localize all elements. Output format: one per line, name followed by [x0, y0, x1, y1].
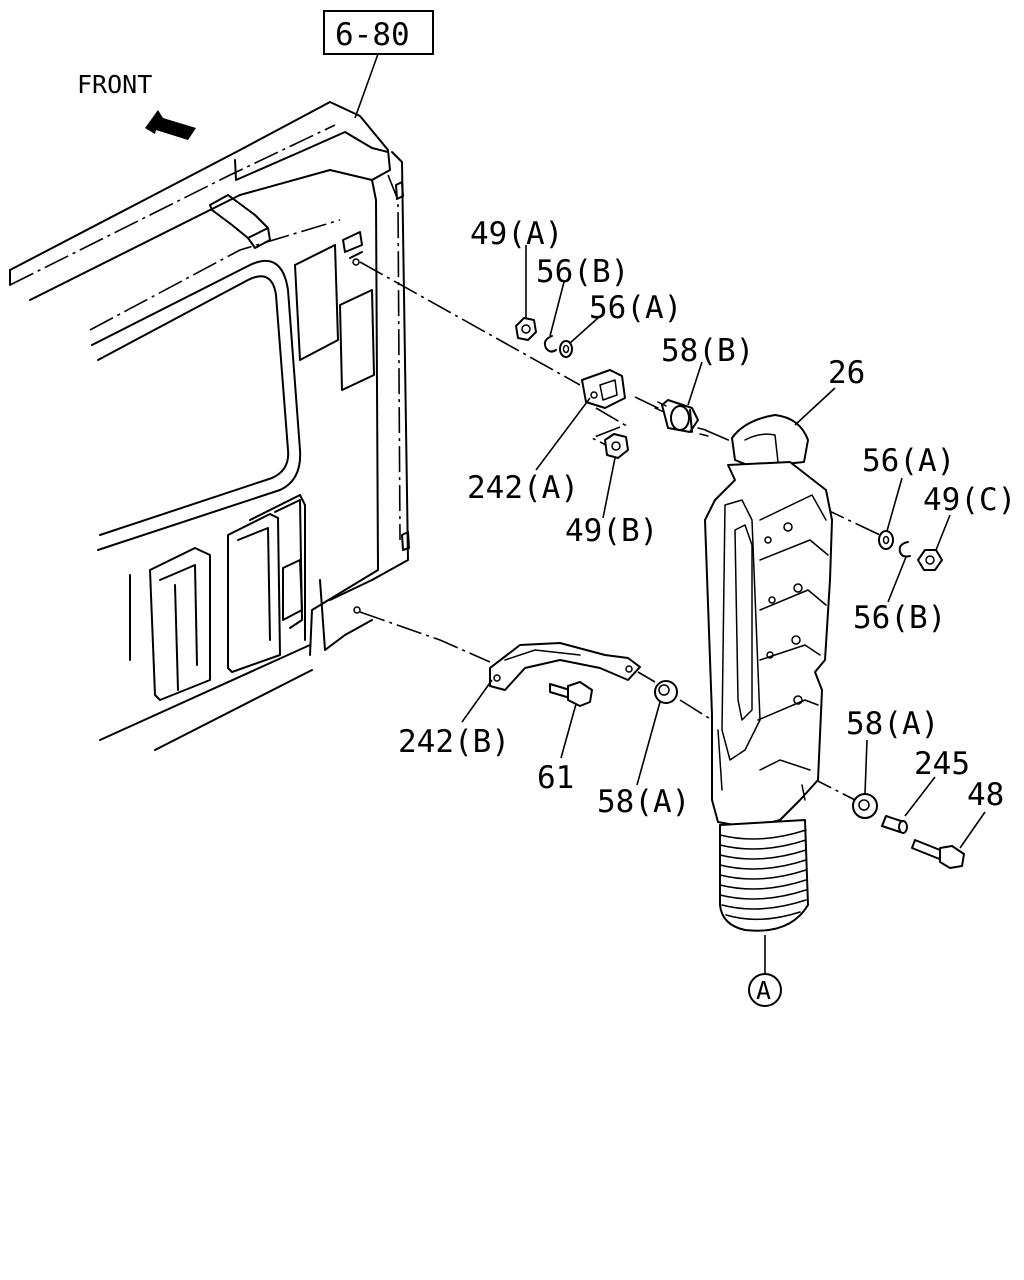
leader-58a-mid — [636, 701, 661, 786]
callout-49b[interactable]: 49(B) — [565, 513, 658, 549]
callout-242a[interactable]: 242(A) — [467, 470, 579, 506]
bolt-61[interactable] — [549, 681, 593, 707]
leader-242a — [535, 397, 591, 471]
leader-58b — [687, 361, 703, 406]
leader-49b — [602, 457, 616, 519]
front-label: FRONT — [77, 70, 152, 99]
circle-a-label: A — [756, 976, 771, 1005]
leader-56b-top — [549, 281, 565, 337]
leader-242b — [461, 679, 493, 723]
collar-245[interactable] — [881, 815, 908, 834]
callout-56a-top[interactable]: 56(A) — [589, 290, 682, 326]
front-arrow-icon — [145, 110, 196, 140]
washer-56b-right[interactable] — [898, 541, 911, 558]
leader-56a-right — [886, 477, 903, 532]
callout-56b-right[interactable]: 56(B) — [853, 600, 946, 636]
air-duct-26[interactable] — [704, 414, 833, 932]
centerline-to-duct — [679, 699, 713, 721]
leader-58a-right — [864, 739, 868, 795]
washer-56a-right[interactable] — [878, 530, 894, 550]
nut-49b[interactable] — [604, 433, 629, 459]
callout-58a-mid[interactable]: 58(A) — [597, 784, 690, 820]
leader-48 — [959, 811, 986, 849]
spacer-58a-right[interactable] — [852, 793, 878, 819]
callout-58a-right[interactable]: 58(A) — [846, 706, 939, 742]
centerline-bracket — [590, 407, 627, 449]
callout-245[interactable]: 245 — [914, 746, 970, 782]
centerline-upper — [359, 261, 581, 386]
spacer-58a-mid[interactable] — [654, 680, 678, 704]
leader-61 — [560, 703, 577, 759]
reference-box-label: 6-80 — [335, 17, 410, 53]
leader-56b-right — [887, 556, 907, 603]
reference-leader — [354, 53, 379, 119]
centerline-58a-mid — [637, 671, 656, 683]
callout-56a-right[interactable]: 56(A) — [862, 443, 955, 479]
leader-26 — [794, 387, 836, 426]
reference-box[interactable]: 6-80 — [323, 10, 434, 55]
washer-56b-top[interactable] — [543, 335, 557, 353]
callout-61[interactable]: 61 — [537, 760, 574, 796]
circle-a-marker[interactable]: A — [748, 973, 782, 1007]
bracket-242b[interactable] — [489, 642, 641, 691]
callout-58b[interactable]: 58(B) — [661, 333, 754, 369]
callout-49c[interactable]: 49(C) — [923, 482, 1016, 518]
cab-rear-panel — [9, 101, 410, 751]
callout-49a[interactable]: 49(A) — [470, 216, 563, 252]
centerline-58b — [634, 396, 663, 411]
leader-56a-top — [569, 317, 599, 344]
leader-245 — [904, 776, 936, 817]
leader-49c — [935, 514, 951, 551]
callout-26[interactable]: 26 — [828, 355, 865, 391]
callout-242b[interactable]: 242(B) — [398, 724, 510, 760]
washer-56a-top[interactable] — [559, 340, 573, 358]
callout-56b-top[interactable]: 56(B) — [536, 254, 629, 290]
callout-48[interactable]: 48 — [967, 777, 1004, 813]
centerline-lower — [359, 611, 491, 663]
nut-49a[interactable] — [515, 317, 537, 341]
nut-49c[interactable] — [917, 549, 943, 571]
bolt-48[interactable] — [911, 839, 965, 869]
mount-58b[interactable] — [654, 399, 709, 437]
bracket-242a[interactable] — [581, 369, 626, 409]
